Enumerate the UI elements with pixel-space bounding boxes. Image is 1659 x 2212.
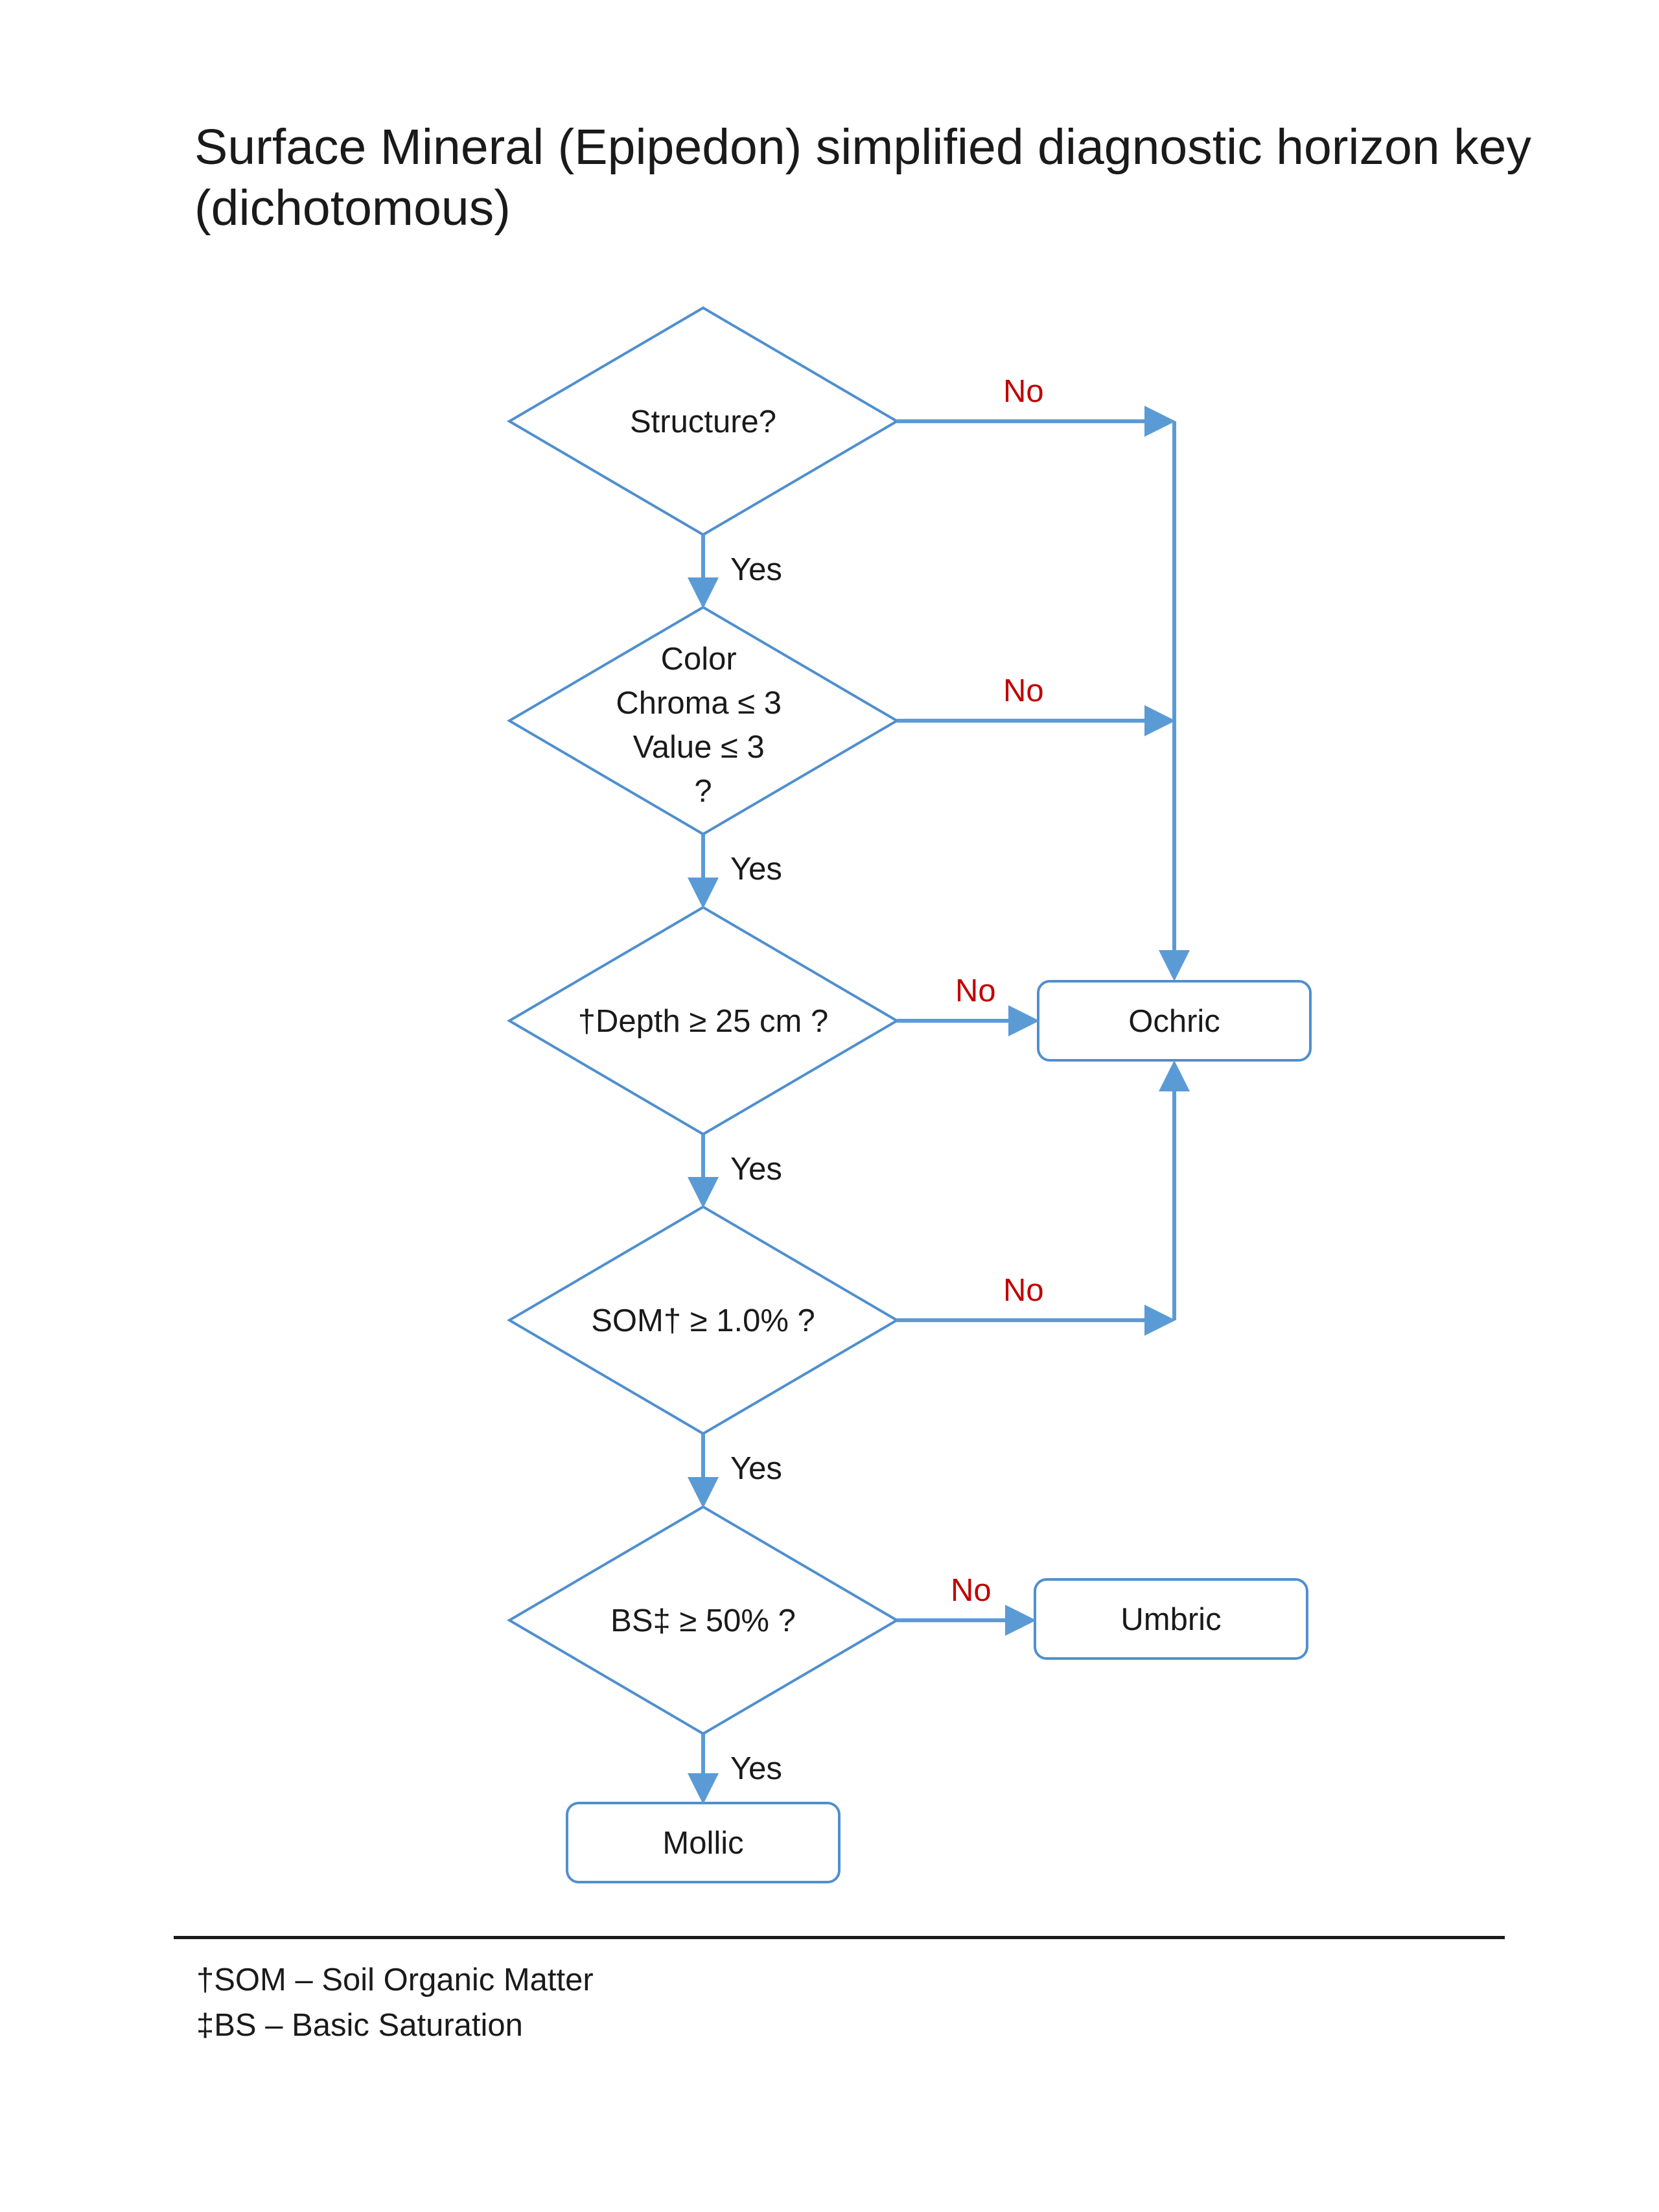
label-structure-no: No (1003, 374, 1044, 409)
decision-bs: BS‡ ≥ 50% ? (507, 1505, 899, 1736)
decision-color-line-4: ? (694, 774, 712, 809)
outcome-ochric: Ochric (1037, 980, 1312, 1062)
outcome-mollic: Mollic (566, 1802, 841, 1883)
outcome-mollic-label: Mollic (662, 1826, 743, 1861)
label-depth-yes: Yes (730, 1152, 782, 1187)
outcome-ochric-label: Ochric (1128, 1004, 1220, 1039)
label-color-yes: Yes (730, 852, 782, 887)
no-labels: No No No No No (951, 374, 1044, 1608)
decision-color: Color Chroma ≤ 3 Value ≤ 3 ? (507, 605, 899, 836)
label-bs-yes: Yes (730, 1751, 782, 1786)
decision-color-line-1: Color (661, 642, 737, 677)
decision-som: SOM† ≥ 1.0% ? (507, 1205, 899, 1436)
diagram-title-line-1: Surface Mineral (Epipedon) simplified di… (194, 119, 1531, 175)
diagram-title-line-2: (dichotomous) (194, 180, 511, 236)
label-som-no: No (1003, 1273, 1044, 1308)
no-connectors (897, 406, 1190, 1636)
footnote-som: †SOM – Soil Organic Matter (196, 1962, 594, 1997)
footnotes: †SOM – Soil Organic Matter ‡BS – Basic S… (196, 1957, 594, 2048)
label-color-no: No (1003, 673, 1044, 708)
decision-depth: †Depth ≥ 25 cm ? (507, 905, 899, 1136)
svg-text:Structure?: Structure? (630, 404, 776, 439)
label-som-yes: Yes (730, 1451, 782, 1486)
footnote-bs: ‡BS – Basic Saturation (196, 2008, 523, 2043)
decision-structure-label: Structure? (630, 404, 776, 439)
svg-text:BS‡ ≥ 50% ?: BS‡ ≥ 50% ? (610, 1603, 796, 1638)
label-depth-no: No (955, 973, 996, 1008)
diagram-title: Surface Mineral (Epipedon) simplified di… (194, 117, 1594, 239)
decision-bs-label: BS‡ ≥ 50% ? (610, 1603, 796, 1638)
footnote-divider (174, 1936, 1505, 1939)
decision-structure: Structure? (507, 306, 899, 537)
label-structure-yes: Yes (730, 552, 782, 587)
decision-depth-label: †Depth ≥ 25 cm ? (578, 1004, 828, 1039)
decision-som-label: SOM† ≥ 1.0% ? (591, 1303, 815, 1338)
svg-text:SOM† ≥ 1.0% ?: SOM† ≥ 1.0% ? (591, 1303, 815, 1338)
outcome-umbric-label: Umbric (1120, 1602, 1221, 1637)
decision-color-line-3: Value ≤ 3 (633, 730, 765, 765)
label-bs-no: No (951, 1573, 992, 1608)
svg-text:Color Chroma ≤ 3 V: Color Chroma ≤ 3 Value ≤ 3 ? (616, 642, 790, 809)
outcome-umbric: Umbric (1034, 1578, 1308, 1660)
svg-text:†Depth ≥ 25 cm ?: †Depth ≥ 25 cm ? (578, 1004, 828, 1039)
decision-color-line-2: Chroma ≤ 3 (616, 686, 782, 721)
yes-labels: Yes Yes Yes Yes Yes (730, 552, 782, 1786)
